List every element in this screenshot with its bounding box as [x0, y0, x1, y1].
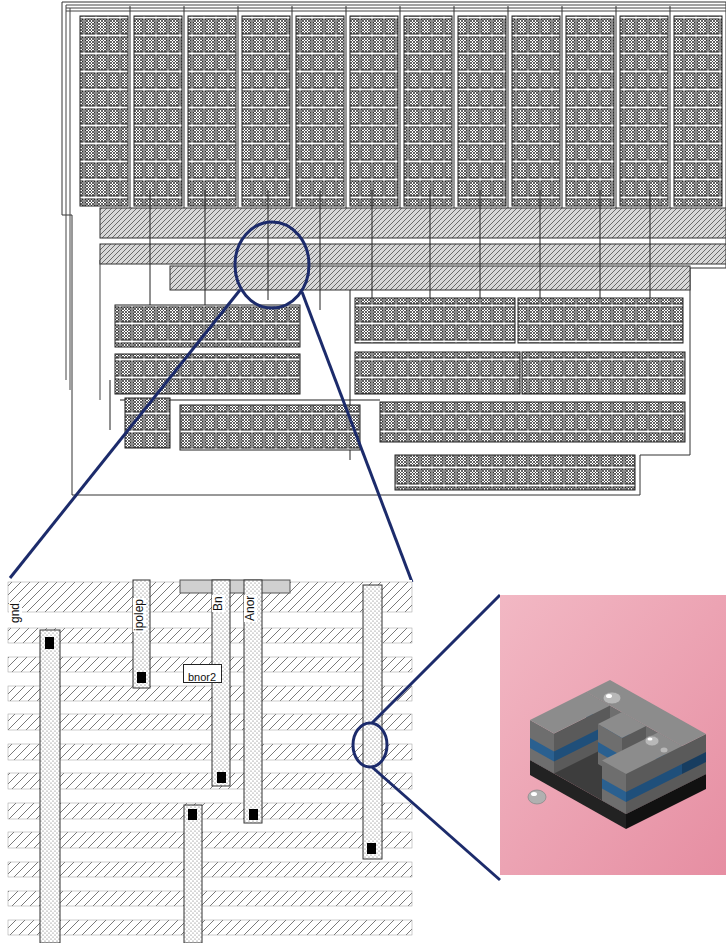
signal-name: Anor [244, 595, 257, 622]
cell-label-box: bnor2 [183, 664, 222, 683]
signal-name: gnd [9, 602, 22, 624]
chip-layout [62, 2, 726, 495]
zoomed-layout [8, 580, 412, 943]
cell-name: bnor2 [188, 671, 216, 683]
signal-name: ipolep [133, 598, 146, 632]
bridge-illustration [500, 595, 726, 875]
detail-callout [353, 595, 500, 880]
zoom-callout [10, 222, 412, 582]
signal-name: Bn [212, 595, 225, 612]
